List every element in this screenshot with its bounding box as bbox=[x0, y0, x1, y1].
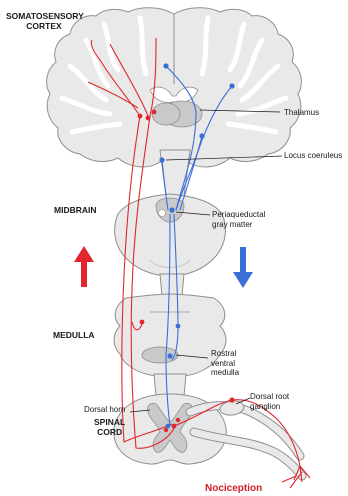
dorsal-root-ganglion-label: Dorsal root ganglion bbox=[250, 392, 289, 411]
periaqueductal-label-line1: Periaqueductal bbox=[212, 210, 265, 220]
midbrain-label: MIDBRAIN bbox=[54, 206, 97, 216]
rostral-label-line1: Rostral bbox=[211, 349, 239, 359]
ascending-arrow bbox=[74, 246, 94, 287]
thalamus-label: Thalamus bbox=[284, 108, 319, 118]
gray-matter-label-line2: gray matter bbox=[212, 220, 265, 230]
medulla-label: MEDULLA bbox=[53, 331, 95, 341]
nociception-label: Nociception bbox=[205, 484, 262, 494]
ganglion-label-line2: ganglion bbox=[250, 402, 289, 412]
brain-section bbox=[47, 8, 302, 196]
periaqueductal-gray-label: Periaqueductal gray matter bbox=[212, 210, 265, 229]
spinal-cord-label: SPINAL CORD bbox=[94, 418, 125, 437]
dorsal-root-label-line1: Dorsal root bbox=[250, 392, 289, 402]
descending-arrow bbox=[233, 247, 253, 288]
cortex-label-line2: CORTEX bbox=[6, 22, 82, 32]
dorsal-horn-label: Dorsal horn bbox=[84, 405, 125, 415]
rostral-ventral-medulla bbox=[142, 347, 178, 363]
somatosensory-cortex-label: SOMATOSENSORY CORTEX bbox=[6, 12, 82, 31]
locus-coeruleus-label: Locus coeruleus bbox=[284, 151, 342, 161]
rostral-ventral-medulla-label: Rostral ventral medulla bbox=[211, 349, 239, 378]
medulla-label-line3: medulla bbox=[211, 368, 239, 378]
cord-label-line2: CORD bbox=[94, 428, 125, 438]
ventral-label-line2: ventral bbox=[211, 359, 239, 369]
